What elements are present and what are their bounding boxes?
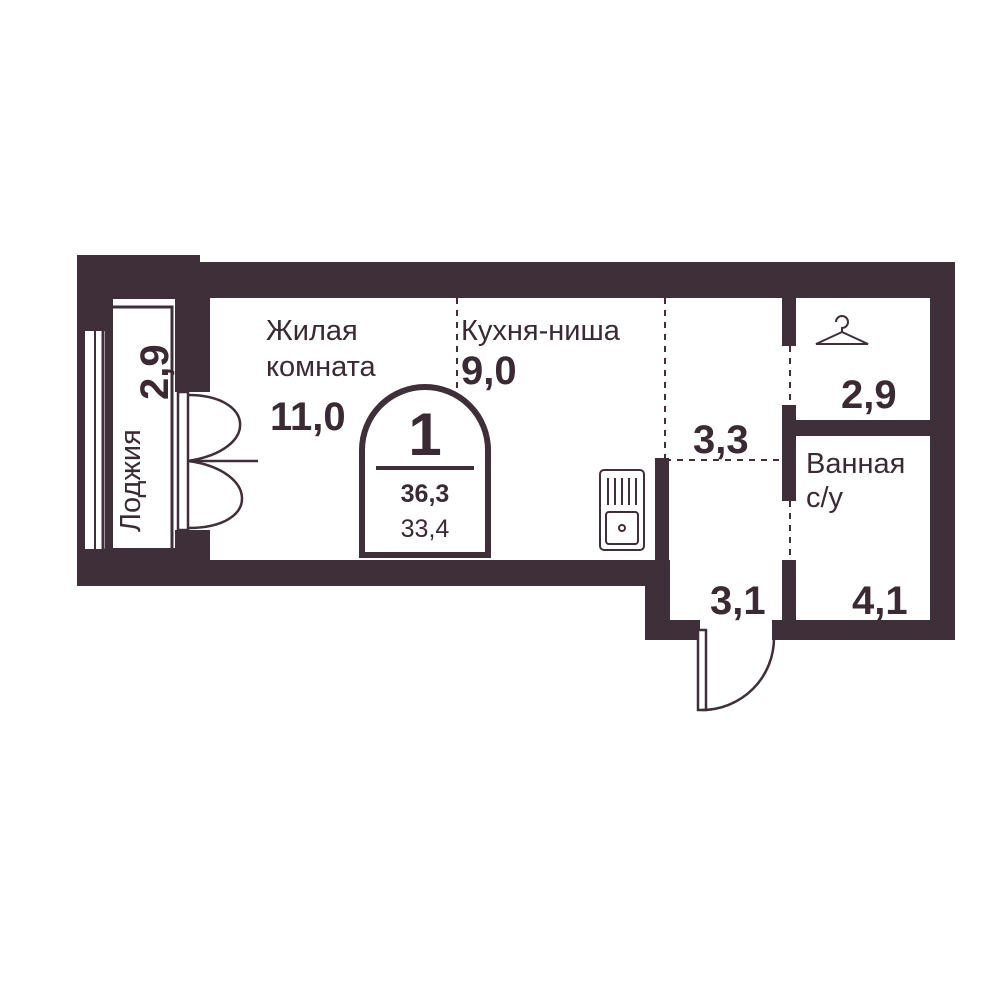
bathroom-area: 4,1 — [852, 579, 908, 623]
living-room-name-line2: комната — [266, 351, 377, 383]
living-room-area: 11,0 — [270, 395, 346, 439]
corridor-area: 3,3 — [693, 418, 749, 462]
rooms-count: 1 — [408, 401, 441, 468]
loggia-window — [83, 305, 174, 552]
living-area: 33,4 — [401, 515, 450, 543]
walls — [77, 255, 955, 640]
total-area: 36,3 — [401, 480, 450, 508]
balcony-door — [176, 390, 258, 532]
bathroom-name-line1: Ванная — [806, 448, 905, 480]
bathroom-name-line2: с/у — [806, 482, 844, 514]
wardrobe-area: 2,9 — [841, 373, 897, 417]
entry-door — [696, 628, 776, 712]
hall-area: 3,1 — [710, 579, 766, 623]
kitchen-area: 9,0 — [461, 349, 517, 393]
loggia-name: Лоджия — [115, 429, 147, 532]
sink-icon — [599, 469, 645, 551]
kitchen-name: Кухня-ниша — [461, 315, 621, 347]
zone-dividers — [456, 298, 791, 560]
living-room-name-line1: Жилая — [266, 315, 358, 347]
loggia-area: 2,9 — [133, 344, 177, 400]
apartment-badge: 1 36,3 33,4 — [359, 384, 491, 558]
hanger-icon — [815, 315, 869, 345]
